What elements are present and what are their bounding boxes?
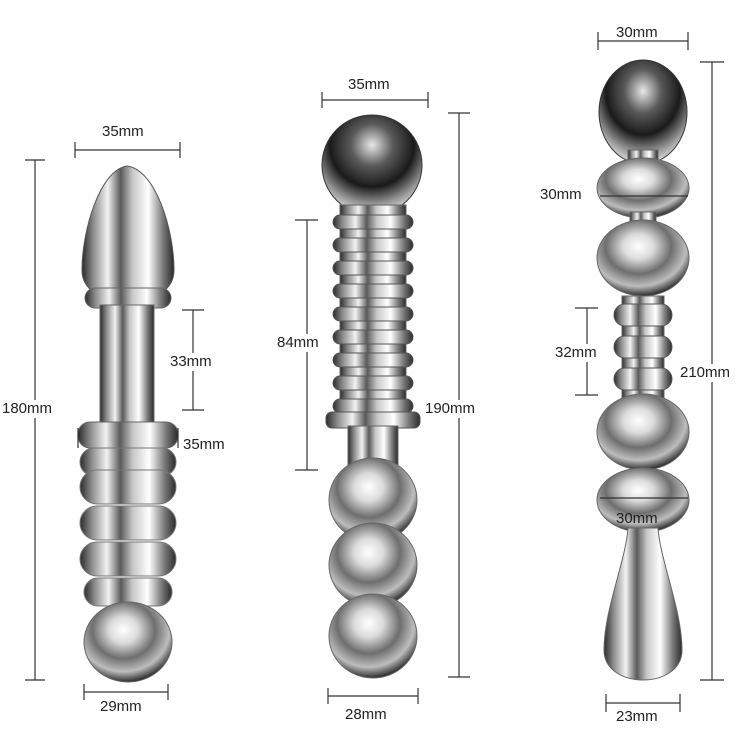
product-3-neck-length-label: 32mm [555, 344, 597, 362]
product-1-collar [77, 421, 179, 449]
product-3-handle [603, 527, 683, 681]
product-1 [77, 165, 179, 683]
product-1-top-width-label: 35mm [102, 123, 144, 140]
product-1-base-ball [83, 601, 173, 683]
product-2-base-ball [328, 593, 418, 679]
product-2-length-label: 190mm [425, 400, 476, 418]
product-2-ribbed-length-label: 84mm [277, 334, 319, 352]
product-2-dimension-lines [295, 92, 470, 704]
product-3-bead-width-label: 30mm [540, 186, 582, 203]
product-3 [596, 59, 690, 681]
product-2-top-width-label: 35mm [348, 76, 390, 93]
product-2-base-width-label: 28mm [345, 706, 387, 723]
product-1-collar-width-label: 35mm [183, 436, 225, 453]
product-3-top-width-label: 30mm [616, 24, 658, 41]
product-1-base-width-label: 29mm [100, 698, 142, 715]
product-1-neck-length-label: 33mm [170, 353, 212, 371]
product-2 [321, 114, 423, 679]
product-2-head-ball [321, 114, 423, 216]
product-3-lower-bead-width-label: 30mm [616, 510, 658, 527]
product-1-tip [81, 165, 175, 301]
product-3-tip [598, 59, 688, 165]
product-3-base-width-label: 23mm [616, 708, 658, 725]
product-1-neck [99, 304, 155, 426]
product-3-length-label: 210mm [680, 364, 731, 382]
product-1-length-label: 180mm [2, 400, 53, 418]
